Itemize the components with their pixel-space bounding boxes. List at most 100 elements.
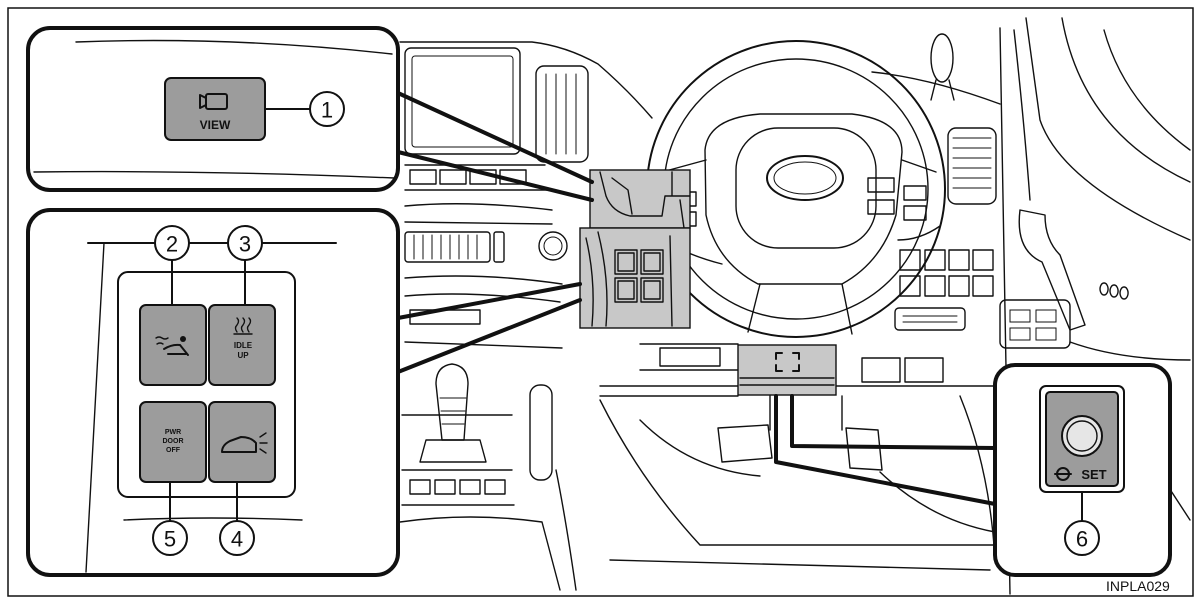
dash-contour-lines-2 [85,242,303,573]
set-button-knob-ring [1066,420,1098,452]
switch-button-3-body [208,304,276,386]
callout-box-set-switch: SET 6 [993,363,1172,577]
driver-side-panel [871,17,1191,595]
callout-3-number: 3 [239,232,251,257]
set-button-label: SET [1081,467,1106,482]
seat-airflow-icon [155,336,189,356]
door-handle [1018,209,1086,331]
window-switch-panel [999,299,1071,349]
window-switches [1009,309,1057,341]
callout-4-marker: 4 [219,520,255,556]
pwr-door-off-label-line-3: OFF [166,447,181,454]
steering-right-spoke-switches [867,159,941,241]
side-air-vent-slats [952,137,992,189]
vehicle-back-door-icon-body [221,436,257,453]
switch-button-4-body [208,401,276,483]
rearview-mirror-mount [930,33,954,83]
highlight-area-1 [589,169,691,229]
figure-code: INPLA029 [1106,578,1170,594]
figure-frame [7,7,1194,597]
mirror-stem [930,79,955,101]
highlight-switch-panel-location [579,227,691,329]
highlight-area-1-detail [599,171,691,229]
callout-1-marker: 1 [309,91,345,127]
steering-emblem-inner [773,161,837,195]
callout-1-circle [309,91,345,127]
dash-top-edge [399,41,653,119]
callout-2-marker: 2 [154,225,190,261]
center-air-vent-slats [545,73,577,155]
gear-shift-grip-lines [439,397,467,425]
sensor-bracket-icon [775,352,800,372]
highlight-area-2-detail [585,231,673,327]
lower-switch-boxes [861,357,944,383]
dash-contour-lines-1 [33,39,395,179]
callout-6-number: 6 [1076,527,1088,552]
heat-wave-icon [233,317,253,335]
side-air-vent [947,127,997,205]
callout-2-circle [154,225,190,261]
highlight-set-switch-location [737,344,837,396]
seat-edge [399,469,577,591]
lower-dash-area [599,343,996,571]
callout-6-marker: 6 [1064,520,1100,556]
callout-1-number: 1 [321,98,333,123]
highlight-view-switch-location [589,169,691,229]
switch-button-5-body [139,401,207,483]
camera-view-icon-lens [199,94,207,109]
callout-5-marker: 5 [152,520,188,556]
gear-shift-boot [419,439,487,463]
callout-3-marker: 3 [227,225,263,261]
steering-lower-spoke [747,283,853,335]
engine-start-button [538,231,568,261]
callout-4-number: 4 [231,527,243,552]
view-button-label: VIEW [200,118,231,132]
console-switch-row [401,414,515,506]
steering-emblem [766,155,844,201]
callout-4-circle [219,520,255,556]
side-display [894,307,966,331]
callout-box-view-switch: VIEW 1 [26,26,400,192]
set-button: SET [1039,385,1125,493]
pwr-door-off-label-line-2: DOOR [163,438,184,445]
leader-lines-2-3 [171,259,246,306]
pwr-door-off-label-line-1: PWR [165,429,181,436]
knee-panel [639,343,739,371]
switch-button-3: IDLE UP [208,304,276,386]
callout-frame-2 [26,208,400,577]
console-upper-lines [404,275,563,349]
callout-pointer-set [774,394,997,506]
highlight-area-3 [737,344,837,396]
callout-6-circle [1064,520,1100,556]
console-lever [529,384,553,481]
side-switch-grid [899,249,994,297]
airbag-cover [735,127,877,249]
center-air-vent [535,65,589,163]
camera-view-icon [199,93,228,110]
set-button-knob [1061,415,1103,457]
engine-start-button-ring [543,236,563,256]
infotainment-screen-frame [404,47,521,155]
switch-panel-frame [117,271,296,498]
seat-airflow-icon-body [163,343,189,356]
leader-lines-4-5 [169,481,238,522]
seat-airflow-icon-head [180,336,186,342]
view-button: VIEW [164,77,266,141]
gear-shift-lever [435,363,469,441]
callout-5-number: 5 [164,527,176,552]
callout-2-number: 2 [166,232,178,257]
center-console [399,363,577,591]
pedals [717,424,883,471]
highlight-area-2-switch-grid [614,249,664,303]
callout-3-circle [227,225,263,261]
door-grille-marks [1099,282,1129,300]
callout-box-switch-panel: IDLE UP PWR DOOR OFF 2 3 [26,208,400,577]
switch-button-2 [139,304,207,386]
hazard-switch [493,231,505,263]
steering-column [769,395,843,431]
callout-pointer-view [396,91,594,202]
lower-air-vent-slats [413,234,478,260]
door-frame-lines [999,17,1191,595]
vehicle-back-door-icon-gate [259,432,268,454]
